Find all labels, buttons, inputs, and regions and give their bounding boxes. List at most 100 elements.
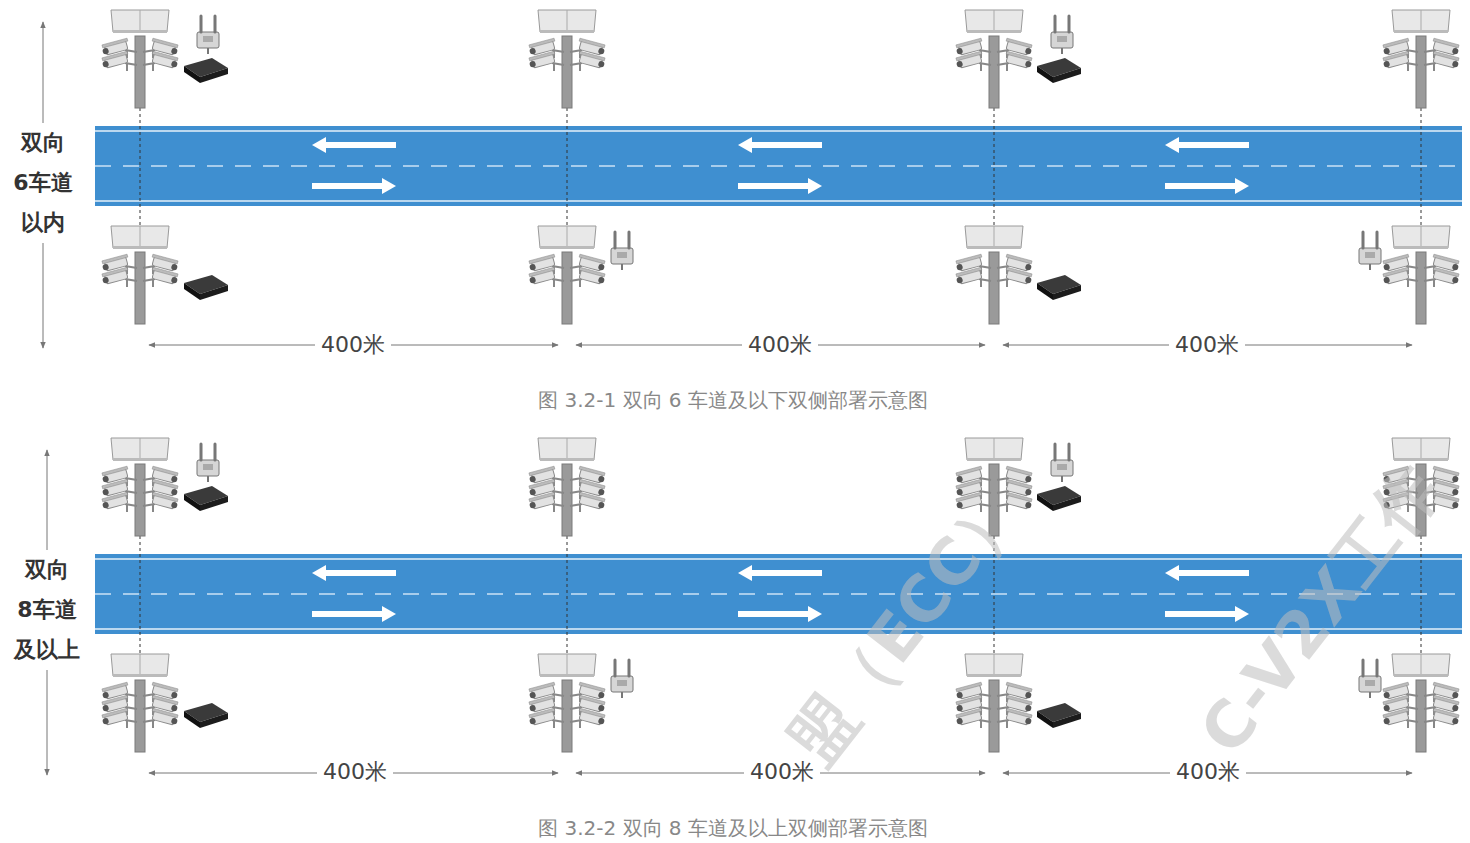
road-edge-line [95, 628, 1462, 630]
road-edge-line [95, 200, 1462, 202]
pole-alignment-line [567, 536, 568, 654]
pole [528, 654, 606, 752]
lane-arrow [312, 606, 396, 622]
edge-computer [1037, 486, 1081, 511]
rsu-antenna [611, 232, 633, 270]
sign-panel [965, 10, 1023, 32]
camera [528, 51, 564, 71]
camera [143, 708, 179, 728]
edge-computer [184, 275, 228, 300]
camera [955, 267, 991, 287]
camera [528, 267, 564, 287]
pole [101, 10, 179, 108]
camera [997, 267, 1033, 287]
road-edge-line [95, 558, 1462, 560]
edge-computer [1037, 703, 1081, 728]
lane-arrow [1165, 606, 1249, 622]
pole-alignment-line [1421, 536, 1422, 654]
pole [955, 10, 1033, 108]
lane-arrow [738, 178, 822, 194]
pole [1382, 654, 1460, 752]
road [95, 554, 1462, 634]
sign-panel [965, 226, 1023, 248]
dimension-label: 400米 [1169, 332, 1245, 358]
lane-arrow [312, 178, 396, 194]
sign-panel [538, 226, 596, 248]
pole [1382, 226, 1460, 324]
rsu-antenna [611, 660, 633, 698]
camera [955, 708, 991, 728]
pole [101, 226, 179, 324]
pole-alignment-line [1421, 108, 1422, 226]
lane-count-label: 双向 8车道 及以上 [14, 550, 80, 670]
pole [528, 226, 606, 324]
camera [1424, 51, 1460, 71]
camera [997, 51, 1033, 71]
camera [528, 708, 564, 728]
sign-panel [1392, 10, 1450, 32]
pole [1382, 10, 1460, 108]
camera [1382, 51, 1418, 71]
camera [570, 267, 606, 287]
lane-arrow [738, 137, 822, 153]
rsu-antenna [1051, 16, 1073, 54]
lane-arrow [1165, 565, 1249, 581]
lane-arrow [1165, 178, 1249, 194]
lane-arrow [312, 565, 396, 581]
lane-arrow [738, 606, 822, 622]
rsu-antenna [197, 444, 219, 482]
camera [143, 492, 179, 512]
sign-panel [111, 654, 169, 676]
road [95, 126, 1462, 206]
pole-alignment-line [567, 108, 568, 226]
camera [528, 492, 564, 512]
pole [101, 654, 179, 752]
camera [1382, 708, 1418, 728]
pole [528, 10, 606, 108]
pole [101, 438, 179, 536]
pole [528, 438, 606, 536]
camera [101, 708, 137, 728]
camera [570, 492, 606, 512]
lane-arrow [738, 565, 822, 581]
dimension-label: 400米 [744, 759, 820, 785]
center-line [95, 593, 1462, 595]
camera [143, 51, 179, 71]
camera [570, 51, 606, 71]
dimension-label: 400米 [1170, 759, 1246, 785]
camera [1424, 267, 1460, 287]
rsu-antenna [1359, 232, 1381, 270]
sign-panel [111, 226, 169, 248]
dimension-label: 400米 [315, 332, 391, 358]
figure-caption: 图 3.2-2 双向 8 车道及以上双侧部署示意图 [538, 816, 928, 840]
camera [570, 708, 606, 728]
center-line [95, 165, 1462, 167]
lane-arrow [312, 137, 396, 153]
camera [955, 51, 991, 71]
camera [1382, 267, 1418, 287]
sign-panel [538, 10, 596, 32]
pole-alignment-line [140, 108, 141, 226]
pole-alignment-line [994, 108, 995, 226]
rsu-antenna [197, 16, 219, 54]
sign-panel [965, 654, 1023, 676]
lane-count-label: 双向 6车道 以内 [13, 123, 72, 243]
rsu-antenna [1359, 660, 1381, 698]
rsu-antenna [1051, 444, 1073, 482]
edge-computer [184, 58, 228, 83]
dimension-label: 400米 [317, 759, 393, 785]
edge-computer [184, 703, 228, 728]
road-edge-line [95, 130, 1462, 132]
camera [143, 267, 179, 287]
edge-computer [1037, 58, 1081, 83]
sign-panel [111, 438, 169, 460]
sign-panel [111, 10, 169, 32]
pole [955, 654, 1033, 752]
lane-arrow [1165, 137, 1249, 153]
dimension-label: 400米 [742, 332, 818, 358]
pole [955, 226, 1033, 324]
camera [101, 267, 137, 287]
sign-panel [965, 438, 1023, 460]
edge-computer [184, 486, 228, 511]
edge-computer [1037, 275, 1081, 300]
